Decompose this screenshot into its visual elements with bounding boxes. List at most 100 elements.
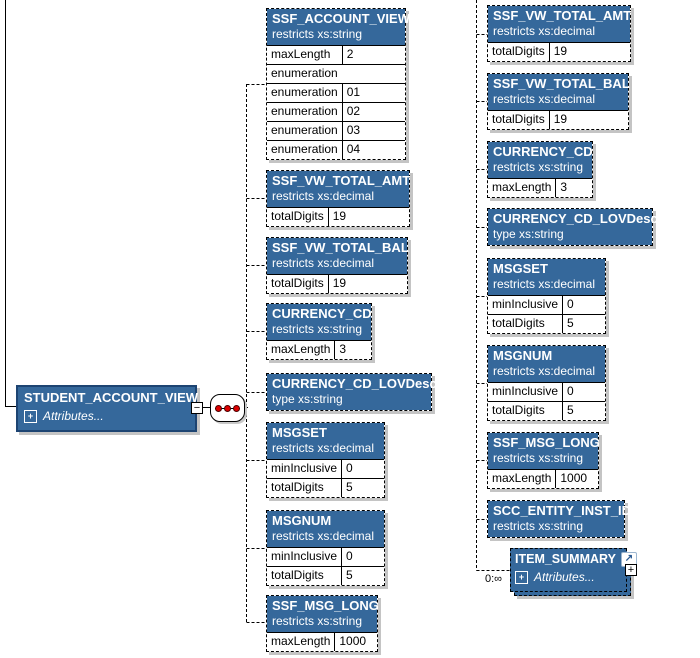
node-title: MSGNUM [493,348,553,363]
sequence-dot [224,404,231,412]
expand-children-button[interactable]: + [625,564,637,576]
node-subtitle: restricts xs:string [272,614,363,628]
node-ssf-msg-long[interactable]: SSF_MSG_LONG restricts xs:string maxLeng… [266,595,379,652]
node-subtitle: restricts xs:decimal [493,92,596,106]
node-subtitle: type xs:string [272,392,343,406]
attributes-row[interactable]: + Attributes... [24,409,189,423]
node-title: MSGSET [493,261,548,276]
node-title: MSGSET [272,425,327,440]
node-msgset[interactable]: MSGSET restricts xs:decimal minInclusive… [266,422,385,498]
node-subtitle: restricts xs:decimal [272,441,375,455]
node-ssf-msg-long-2[interactable]: SSF_MSG_LONG restricts xs:string maxLeng… [487,432,600,489]
node-subtitle: restricts xs:decimal [493,364,596,378]
attributes-label: Attributes... [43,409,104,423]
node-title: SSF_MSG_LONG [493,435,600,450]
node-item-summary[interactable]: ITEM_SUMMARY ↗ + Attributes... [510,548,637,592]
node-subtitle: restricts xs:decimal [493,277,596,291]
node-title: MSGNUM [272,513,332,528]
node-currency-cd[interactable]: CURRENCY_CD restricts xs:string maxLengt… [266,303,372,360]
node-subtitle: restricts xs:decimal [272,529,375,543]
attributes-label: Attributes... [534,570,595,584]
node-title: SSF_VW_TOTAL_AMT [272,173,411,188]
node-subtitle: restricts xs:decimal [272,189,375,203]
node-ssf-vw-total-bal-2[interactable]: SSF_VW_TOTAL_BAL restricts xs:decimal to… [487,73,630,130]
node-ssf-vw-total-bal[interactable]: SSF_VW_TOTAL_BAL restricts xs:decimal to… [266,237,409,294]
sequence-compositor-icon[interactable] [210,394,245,422]
node-title: CURRENCY_CD [272,306,372,321]
node-student-account-view[interactable]: STUDENT_ACCOUNT_VIEW + Attributes... [16,385,199,432]
node-title: SCC_ENTITY_INST_ID [493,503,631,518]
node-msgset-2[interactable]: MSGSET restricts xs:decimal minInclusive… [487,258,606,334]
node-title: SSF_MSG_LONG [272,598,379,613]
node-scc-entity-inst-id[interactable]: SCC_ENTITY_INST_ID restricts xs:string [487,500,631,538]
node-title: SSF_VW_TOTAL_BAL [493,76,630,91]
node-ssf-vw-total-amt-2[interactable]: SSF_VW_TOTAL_AMT restricts xs:decimal to… [487,5,631,62]
expand-attributes-icon[interactable]: + [515,570,528,584]
node-subtitle: restricts xs:decimal [272,256,375,270]
expand-attributes-icon[interactable]: + [24,409,37,423]
sequence-dot [215,404,222,412]
occurrence-label: 0:∞ [485,573,503,585]
node-title: SSF_VW_TOTAL_BAL [272,240,409,255]
facet-row: enumeration [267,64,405,84]
node-subtitle: restricts xs:string [493,451,584,465]
node-title: STUDENT_ACCOUNT_VIEW [24,390,199,405]
node-subtitle: restricts xs:string [272,27,363,41]
node-subtitle: restricts xs:string [493,519,584,533]
node-title: CURRENCY_CD_LOVDescr [272,376,442,391]
node-currency-cd-2[interactable]: CURRENCY_CD restricts xs:string maxLengt… [487,141,593,198]
node-ssf-account-view[interactable]: SSF_ACCOUNT_VIEW restricts xs:string max… [266,8,410,160]
node-title: SSF_VW_TOTAL_AMT [493,8,632,23]
node-currency-cd-lovdescr[interactable]: CURRENCY_CD_LOVDescr type xs:string [266,373,442,411]
collapse-button[interactable]: − [191,402,203,414]
node-subtitle: restricts xs:string [272,322,363,336]
node-msgnum[interactable]: MSGNUM restricts xs:decimal minInclusive… [266,510,385,586]
sequence-dot [233,404,240,412]
node-title: ITEM_SUMMARY ↗ [515,551,637,567]
node-subtitle: restricts xs:string [493,160,584,174]
node-title: SSF_ACCOUNT_VIEW [272,11,410,26]
node-msgnum-2[interactable]: MSGNUM restricts xs:decimal minInclusive… [487,345,606,421]
node-title: CURRENCY_CD [493,144,593,159]
node-ssf-vw-total-amt[interactable]: SSF_VW_TOTAL_AMT restricts xs:decimal to… [266,170,410,227]
node-title: CURRENCY_CD_LOVDescr [493,211,663,226]
node-subtitle: type xs:string [493,227,564,241]
attributes-row[interactable]: + Attributes... [515,570,622,584]
node-currency-cd-lovdescr-2[interactable]: CURRENCY_CD_LOVDescr type xs:string [487,208,663,246]
